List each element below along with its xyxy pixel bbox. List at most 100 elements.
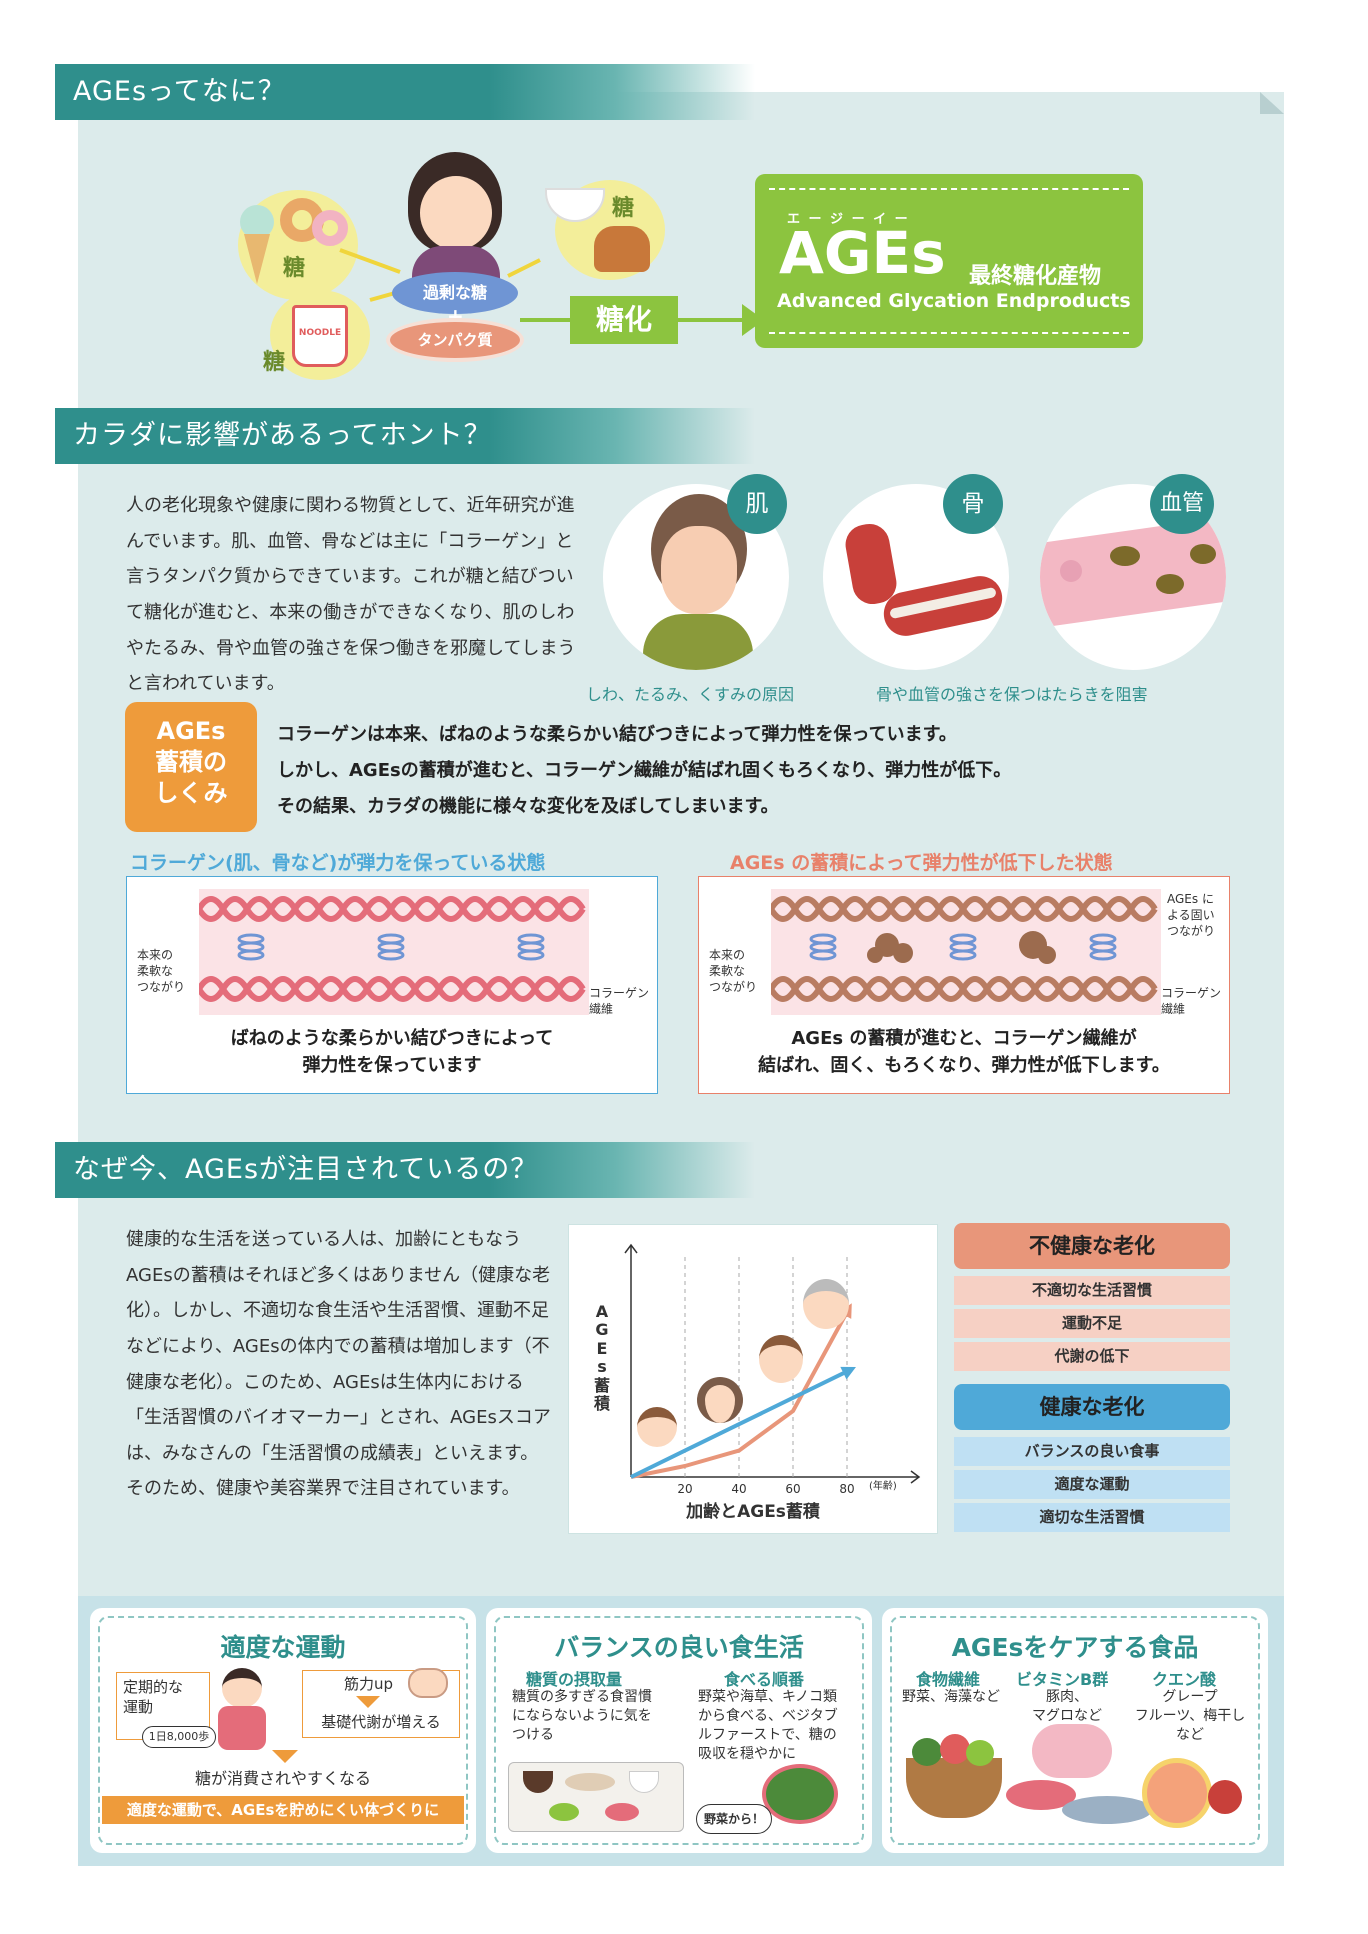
natural-link-label-right: 本来の 柔軟な つながり — [709, 948, 758, 995]
badge-vessel: 血管 — [1150, 474, 1214, 534]
vegetables-first-bubble: 野菜から！ — [696, 1804, 772, 1834]
body-effect-paragraph: 人の老化現象や健康に関わる物質として、近年研究が進んでいます。肌、血管、骨などは… — [126, 495, 576, 695]
collagen-fiber-label-right: コラーゲン 繊維 — [1161, 986, 1222, 1017]
unhealthy-item-1: 不適切な生活習慣 — [954, 1276, 1230, 1305]
citric-acid-heading: クエン酸 — [1152, 1670, 1217, 1689]
pig-icon — [1032, 1724, 1112, 1778]
mechanism-line-1: コラーゲンは本来、ばねのような柔らかい結びつきによって弾力性を保っています。 — [277, 724, 957, 745]
ages-mechanism-label: AGEs 蓄積の しくみ — [125, 702, 257, 832]
section-title-what-is-ages: AGEsってなに？ — [55, 64, 755, 120]
hard-link-label: AGEs に よる固い つながり — [1167, 892, 1216, 939]
woman-face-icon — [697, 1377, 743, 1423]
cup-noodle-icon: NOODLE — [292, 305, 348, 367]
regular-exercise-box: 定期的な 運動 — [116, 1672, 210, 1740]
sugar-label-3: 糖 — [612, 196, 635, 221]
girl-face-icon — [420, 176, 492, 250]
citric-acid-text: グレープ フルーツ、梅干し など — [1134, 1689, 1246, 1743]
foods-card-border — [890, 1616, 1260, 1845]
ages-collagen-title: AGEs の蓄積によって弾力性が低下した状態 — [730, 852, 1113, 874]
section-title-body-effect: カラダに影響があるってホント？ — [55, 408, 755, 464]
ice-cream-icon — [240, 205, 274, 239]
foods-card: AGEsをケアする食品 食物繊維 野菜、海藻など ビタミンB群 豚肉、 マグロな… — [882, 1608, 1268, 1853]
exercise-card: 適度な運動 定期的な 運動 1日8,000歩 筋力up 基礎代謝が増える 糖が消… — [90, 1608, 476, 1853]
series-arrow-1 — [840, 1366, 856, 1380]
series-line-0 — [630, 1311, 849, 1479]
ages-heading: AGEs — [779, 219, 946, 287]
ages-definition-box: エ ー ジ ー イ ー AGEs 最終糖化産物 Advanced Glycati… — [755, 174, 1143, 348]
grapefruit-icon — [1142, 1758, 1212, 1828]
vitamin-b-heading: ビタミンB群 — [1016, 1670, 1109, 1689]
ages-aging-chart: 20 40 60 80 AGEs蓄積 (年齢) 加齢とAGEs蓄積 — [568, 1224, 938, 1534]
chart-y-label: AGEs蓄積 — [593, 1302, 610, 1413]
steps-label: 1日8,000歩 — [142, 1726, 216, 1748]
unhealthy-item-3: 代謝の低下 — [954, 1342, 1230, 1371]
y-axis-arrow — [624, 1243, 638, 1254]
sugar-intake-heading: 糖質の摂取量 — [526, 1670, 623, 1689]
exercise-title: 適度な運動 — [220, 1633, 346, 1662]
exercise-banner: 適度な運動で、AGEsを貯めにくい体づくりに — [102, 1796, 464, 1824]
ages-collagen-diagram — [771, 889, 1161, 1015]
child-face-icon — [637, 1407, 677, 1447]
umeboshi-icon — [1208, 1780, 1242, 1814]
caption-skin: しわ、たるみ、くすみの原因 — [586, 685, 795, 704]
sugar-consume-label: 糖が消費されやすくなる — [194, 1769, 371, 1788]
sugar-intake-text: 糖質の多すぎる食習慣にならないように気をつける — [512, 1689, 652, 1743]
chart-title: 加齢とAGEs蓄積 — [686, 1502, 820, 1522]
chart-svg: 20 40 60 80 — [624, 1243, 921, 1496]
muscle-arrow-icon — [356, 1696, 380, 1708]
badge-bone: 骨 — [943, 474, 1003, 534]
eating-order-text: 野菜や海草、キノコ類から食べる、ベジタブルファーストで、糖の吸収を穏やかに — [698, 1689, 838, 1762]
muscle-arm-icon — [408, 1668, 448, 1698]
muscle-box — [302, 1670, 460, 1738]
vegetable-basket-icon — [906, 1734, 1002, 1818]
tuna-icon — [1062, 1796, 1152, 1824]
ages-japanese-name: 最終糖化産物 — [969, 264, 1102, 289]
diet-card: バランスの良い食生活 糖質の摂取量 糖質の多すぎる食習慣にならないように気をつけ… — [486, 1608, 872, 1853]
glycation-label: 糖化 — [570, 296, 678, 344]
diet-title: バランスの良い食生活 — [554, 1633, 804, 1662]
consume-arrow-icon — [272, 1750, 298, 1763]
unhealthy-item-2: 運動不足 — [954, 1309, 1230, 1338]
ages-ruby: エ ー ジ ー イ ー — [787, 212, 910, 227]
excess-sugar-ellipse: 過剰な糖 — [392, 272, 518, 314]
healthy-collagen-box: 本来の 柔軟な つながり コラーゲン 繊維 ばねのような柔らかい結びつきによって… — [126, 876, 658, 1094]
caption-bone-vessel: 骨や血管の強さを保つはたらきを阻害 — [876, 685, 1148, 704]
ages-english-name: Advanced Glycation Endproducts — [777, 290, 1131, 312]
sugar-label-2: 糖 — [263, 350, 286, 375]
natural-link-label-left: 本来の 柔軟な つながり — [137, 948, 186, 995]
fiber-heading: 食物繊維 — [916, 1670, 981, 1689]
eating-order-heading: 食べる順番 — [724, 1670, 805, 1689]
why-now-paragraph: 健康的な生活を送っている人は、加齢にともなうAGEsの蓄積はそれほど多くはありま… — [126, 1229, 551, 1500]
muscle-up-label: 筋力up — [344, 1675, 394, 1693]
x-tick-label-60: 60 — [785, 1482, 800, 1496]
vitamin-b-text: 豚肉、 マグロなど — [1032, 1689, 1102, 1724]
ages-collagen-caption: AGEs の蓄積が進むと、コラーゲン繊維が 結ばれ、固く、もろくなり、弾力性が低… — [758, 1028, 1170, 1076]
x-axis-arrow — [910, 1470, 921, 1484]
protein-ellipse: タンパク質 — [386, 318, 524, 362]
elder-face-icon — [803, 1279, 849, 1329]
unhealthy-aging-title: 不健康な老化 — [954, 1223, 1230, 1269]
hamburger-icon — [594, 226, 650, 272]
x-tick-label-80: 80 — [839, 1482, 854, 1496]
healthy-collagen-caption: ばねのような柔らかい結びつきによって 弾力性を保っています — [230, 1028, 554, 1076]
runner-face-icon — [222, 1668, 262, 1708]
sugar-label-1: 糖 — [283, 256, 306, 281]
salad-bowl-icon — [762, 1764, 838, 1824]
healthy-collagen-title: コラーゲン(肌、骨など)が弾力を保っている状態 — [130, 852, 546, 874]
healthy-item-2: 適度な運動 — [954, 1470, 1230, 1499]
x-tick-label-20: 20 — [677, 1482, 692, 1496]
man-face-icon — [759, 1335, 803, 1383]
healthy-collagen-diagram — [199, 889, 589, 1015]
x-tick-label-40: 40 — [731, 1482, 746, 1496]
metabolism-label: 基礎代謝が増える — [321, 1713, 441, 1731]
meal-tray-icon — [508, 1762, 684, 1832]
healthy-aging-title: 健康な老化 — [954, 1384, 1230, 1430]
chart-x-unit: (年齢) — [869, 1481, 897, 1492]
foods-title: AGEsをケアする食品 — [951, 1633, 1199, 1662]
healthy-item-3: 適切な生活習慣 — [954, 1503, 1230, 1532]
series-line-1 — [630, 1369, 848, 1479]
collagen-fiber-label-left: コラーゲン 繊維 — [589, 986, 650, 1017]
exercise-card-border — [98, 1616, 468, 1845]
diet-card-border — [494, 1616, 864, 1845]
mechanism-line-3: その結果、カラダの機能に様々な変化を及ぼしてしまいます。 — [277, 796, 779, 817]
